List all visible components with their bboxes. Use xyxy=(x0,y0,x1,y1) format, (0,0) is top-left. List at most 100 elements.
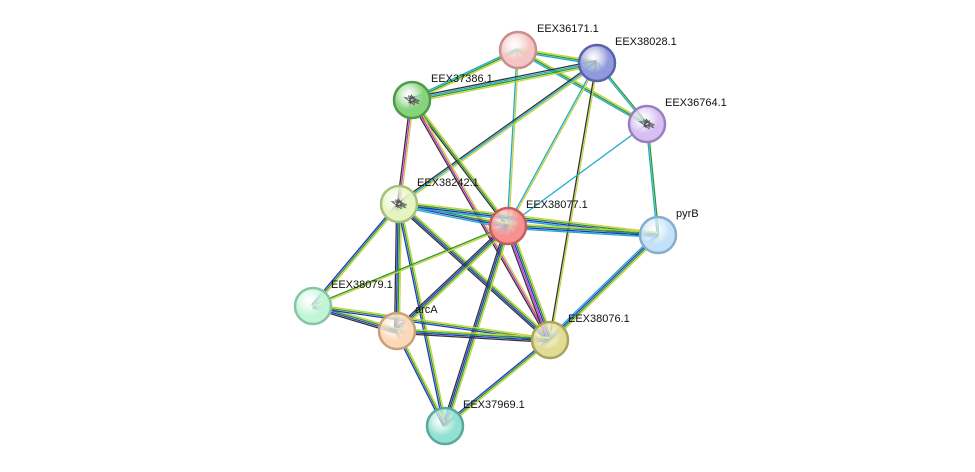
edge-EEX38028-EEX38077[interactable] xyxy=(506,62,599,227)
edge-EEX38028-EEX37386[interactable] xyxy=(411,60,598,103)
node-circle[interactable] xyxy=(392,80,432,120)
edge-evidence-line xyxy=(411,60,597,99)
edge-EEX38077-EEX38079[interactable] xyxy=(312,224,509,308)
edge-evidence-line xyxy=(396,205,549,343)
node-circle[interactable] xyxy=(498,30,538,70)
node-circle[interactable] xyxy=(293,286,333,326)
edge-evidence-line xyxy=(508,222,659,234)
edge-evidence-line xyxy=(412,50,519,103)
node-circle[interactable] xyxy=(488,206,528,246)
edge-evidence-line xyxy=(398,62,598,205)
edge-evidence-line xyxy=(397,61,597,204)
edge-evidence-line xyxy=(507,227,658,239)
edge-evidence-line xyxy=(398,204,403,332)
edge-evidence-line xyxy=(507,225,551,341)
node-circle[interactable] xyxy=(530,320,570,360)
edge-evidence-line xyxy=(412,63,598,102)
edge-evidence-line xyxy=(398,227,511,334)
edge-evidence-line xyxy=(394,223,507,330)
edge-evidence-line xyxy=(398,203,446,427)
edge-evidence-line xyxy=(445,340,552,428)
edge-evidence-line xyxy=(506,62,597,226)
edge-evidence-line xyxy=(443,225,508,426)
edge-evidence-line xyxy=(312,224,508,306)
node-EEX37969[interactable]: EEX37969.1 xyxy=(425,399,525,446)
edge-EEX38077-arcA[interactable] xyxy=(394,223,511,334)
edge-evidence-line xyxy=(411,99,509,227)
edge-evidence-line xyxy=(312,306,550,343)
node-EEX36171[interactable]: EEX36171.1 xyxy=(498,23,599,70)
node-EEX38079[interactable]: EEX38079.1 xyxy=(293,279,393,326)
edge-evidence-line xyxy=(393,203,398,331)
edge-EEX36764-EEX38077[interactable] xyxy=(507,123,648,227)
node-EEX36764[interactable]: EEX36764.1 xyxy=(627,97,727,144)
node-circle[interactable] xyxy=(425,406,465,446)
edge-evidence-line xyxy=(396,224,508,331)
node-EEX38077[interactable]: EEX38077.1 xyxy=(488,199,588,246)
edge-evidence-line xyxy=(397,204,401,332)
edge-evidence-line xyxy=(507,226,658,237)
edge-evidence-line xyxy=(399,63,599,206)
edge-EEX38028-EEX38076[interactable] xyxy=(548,62,599,341)
node-EEX38076[interactable]: EEX38076.1 xyxy=(530,313,630,360)
edge-evidence-line xyxy=(550,63,599,341)
edge-EEX38242-arcA[interactable] xyxy=(393,203,403,332)
node-EEX38028[interactable]: EEX38028.1 xyxy=(577,36,677,83)
edge-pyrB-EEX38076[interactable] xyxy=(547,232,661,343)
edge-evidence-line xyxy=(446,226,511,427)
edge-evidence-line xyxy=(411,61,597,100)
node-arcA[interactable]: arcA xyxy=(377,304,438,351)
node-label: EEX36764.1 xyxy=(665,97,727,109)
edge-evidence-line xyxy=(551,236,661,343)
edge-EEX38242-EEX38079[interactable] xyxy=(311,202,401,308)
edge-evidence-line xyxy=(412,98,510,226)
edge-evidence-line xyxy=(396,332,550,344)
edge-EEX38079-EEX38076[interactable] xyxy=(312,303,551,343)
protein-structure-icon xyxy=(403,94,420,106)
edge-evidence-line xyxy=(313,226,509,308)
edge-EEX38077-EEX38076[interactable] xyxy=(504,224,554,342)
edge-EEX38077-EEX37969[interactable] xyxy=(442,225,511,427)
edge-EEX38028-EEX38242[interactable] xyxy=(397,61,599,206)
edge-evidence-line xyxy=(399,200,659,234)
edge-evidence-line xyxy=(411,49,519,101)
edge-EEX38076-EEX37969[interactable] xyxy=(443,338,552,428)
edge-evidence-line xyxy=(396,204,445,427)
node-circle[interactable] xyxy=(377,311,417,351)
edge-evidence-line xyxy=(313,204,401,308)
node-circle[interactable] xyxy=(627,104,667,144)
node-label: EEX38077.1 xyxy=(526,199,588,211)
edge-evidence-line xyxy=(442,225,507,426)
edge-evidence-line xyxy=(399,202,551,340)
edge-layer xyxy=(311,47,661,428)
node-circle[interactable] xyxy=(638,215,678,255)
edge-evidence-line xyxy=(312,203,400,307)
edge-evidence-line xyxy=(504,226,548,342)
edge-evidence-line xyxy=(443,338,550,426)
node-label: EEX38242.1 xyxy=(417,177,479,189)
edge-evidence-line xyxy=(313,303,551,340)
node-EEX37386[interactable]: EEX37386.1 xyxy=(392,73,493,120)
node-label: EEX38028.1 xyxy=(615,36,677,48)
protein-structure-icon xyxy=(638,118,655,130)
edge-evidence-line xyxy=(399,202,659,235)
edge-evidence-line xyxy=(548,233,658,340)
node-EEX38242[interactable]: EEX38242.1 xyxy=(379,177,479,224)
edge-EEX36171-EEX37386[interactable] xyxy=(411,47,519,103)
edge-EEX38242-EEX38076[interactable] xyxy=(396,201,553,343)
node-label: EEX36171.1 xyxy=(537,23,599,35)
edge-EEX38242-EEX37969[interactable] xyxy=(396,203,448,427)
node-circle[interactable] xyxy=(379,184,419,224)
node-pyrB[interactable]: pyrB xyxy=(638,208,699,255)
edge-arcA-EEX38076[interactable] xyxy=(396,327,551,344)
edge-EEX38077-pyrB[interactable] xyxy=(507,222,659,239)
node-label: EEX37969.1 xyxy=(463,399,525,411)
edge-evidence-line xyxy=(508,224,659,235)
node-circle[interactable] xyxy=(577,43,617,83)
edge-evidence-line xyxy=(412,64,598,103)
edge-evidence-line xyxy=(311,202,399,306)
edge-evidence-line xyxy=(400,201,553,339)
edge-evidence-line xyxy=(399,203,448,426)
node-label: EEX38076.1 xyxy=(568,313,630,325)
